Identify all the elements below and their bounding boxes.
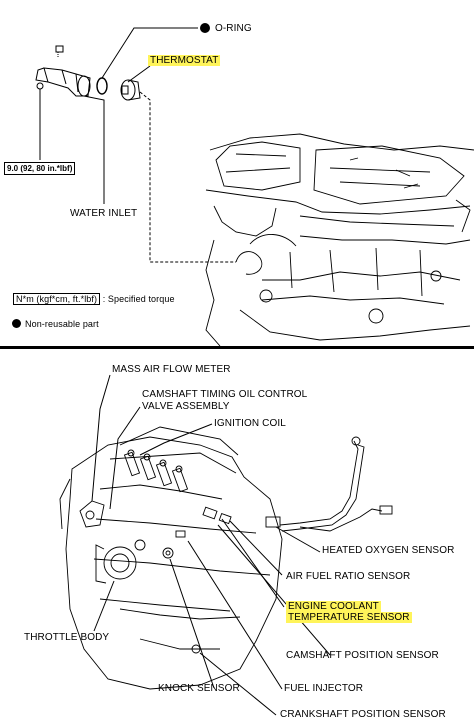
ect-sensor-label-line1: ENGINE COOLANT: [286, 601, 381, 612]
thermostat-part: [120, 79, 141, 101]
heated-oxygen-sensor-label: HEATED OXYGEN SENSOR: [322, 545, 455, 556]
thermostat-diagram-art: [35, 23, 474, 346]
thermostat-label: THERMOSTAT: [148, 55, 221, 66]
o-ring-part: [96, 77, 108, 95]
torque-legend-desc: : Specified torque: [102, 294, 175, 304]
engine-block-drawing: [59, 426, 393, 690]
knock-sensor-label: KNOCK SENSOR: [158, 683, 240, 694]
non-reusable-marker-icon: [200, 23, 210, 33]
water-inlet-label: WATER INLET: [70, 208, 138, 219]
ect-sensor-label-line2: TEMPERATURE SENSOR: [286, 612, 412, 623]
fuel-injector-label: FUEL INJECTOR: [284, 683, 364, 694]
camshaft-position-sensor-label: CAMSHAFT POSITION SENSOR: [286, 650, 439, 661]
air-fuel-ratio-sensor-label: AIR FUEL RATIO SENSOR: [286, 571, 411, 582]
non-reusable-dot-icon: [12, 319, 21, 328]
non-reusable-legend: Non-reusable part: [12, 319, 99, 330]
non-reusable-legend-text: Non-reusable part: [25, 319, 99, 329]
ignition-coil-label: IGNITION COIL: [214, 418, 286, 429]
sensor-location-panel: MASS AIR FLOW METER CAMSHAFT TIMING OIL …: [0, 349, 474, 720]
hybrid-engine-drawing: [205, 133, 474, 346]
leader-lines: [91, 374, 331, 716]
mass-air-flow-meter-label: MASS AIR FLOW METER: [112, 364, 231, 375]
engine-sensor-art: [59, 374, 393, 716]
torque-legend-units: N*m (kgf*cm, ft.*lbf): [13, 293, 101, 305]
camshaft-timing-label-line2: VALVE ASSEMBLY: [142, 401, 230, 412]
o-ring-label: O-RING: [215, 23, 252, 34]
bolt-small: [55, 45, 64, 58]
throttle-body-label: THROTTLE BODY: [24, 632, 110, 643]
torque-spec-box: 9.0 (92, 80 in.*lbf): [4, 162, 76, 175]
thermostat-diagram-panel: O-RING THERMOSTAT 9.0 (92, 80 in.*lbf) W…: [0, 0, 474, 346]
crankshaft-position-sensor-label: CRANKSHAFT POSITION SENSOR: [280, 709, 446, 720]
panel-divider: [0, 346, 474, 349]
water-inlet-part: [35, 67, 91, 160]
torque-legend: N*m (kgf*cm, ft.*lbf) : Specified torque: [13, 293, 175, 305]
camshaft-timing-label-line1: CAMSHAFT TIMING OIL CONTROL: [142, 389, 308, 400]
